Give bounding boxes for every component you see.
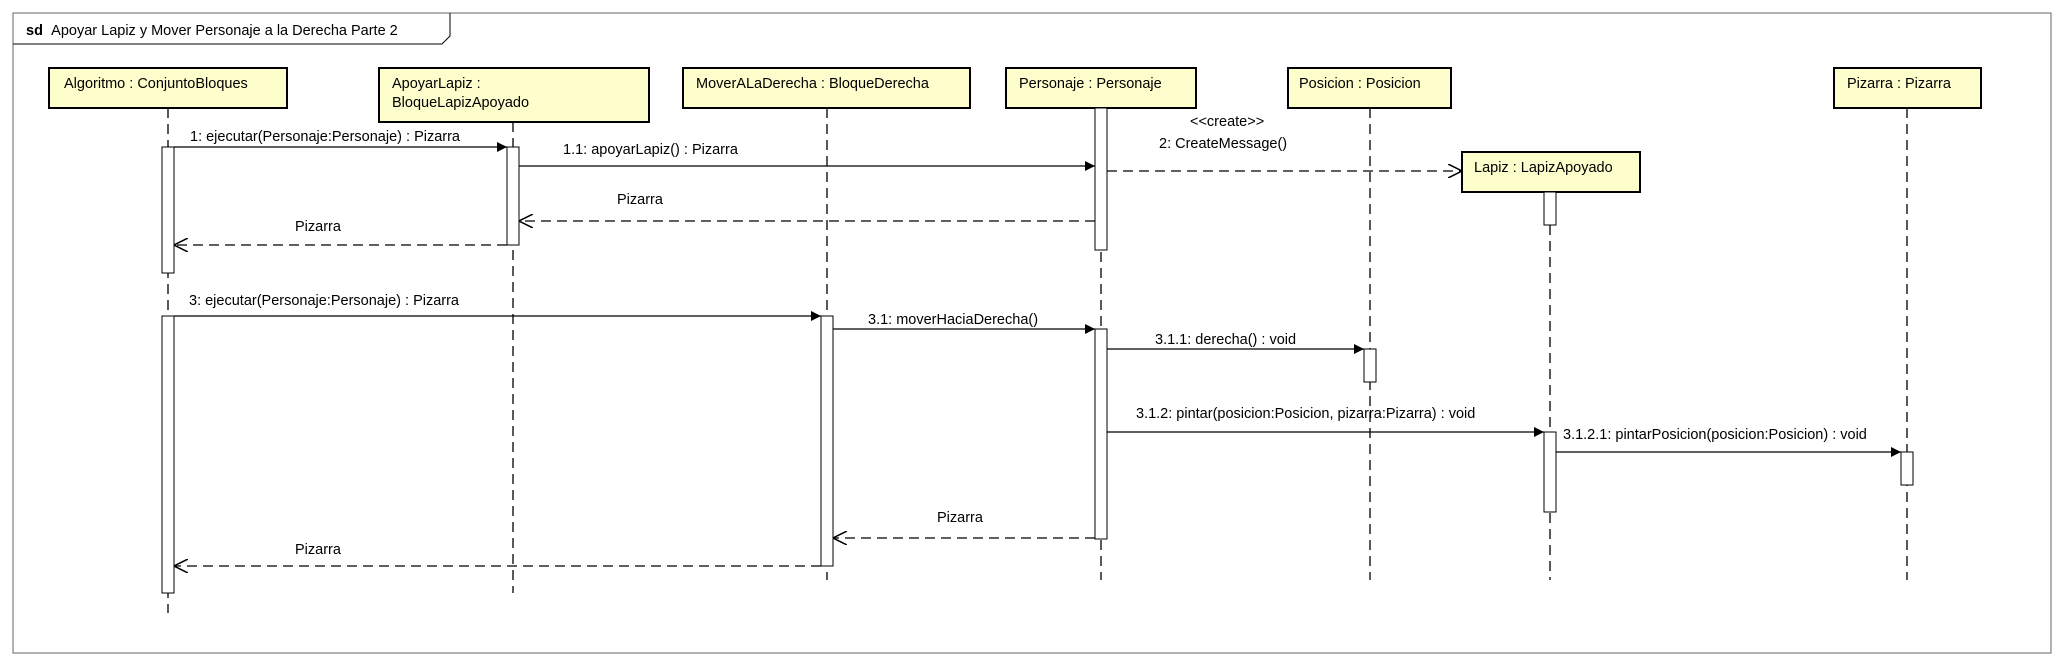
activations (161, 107, 1914, 594)
activation-pizarra-1 (1900, 451, 1914, 486)
message-1-1-label: 1.1: apoyarLapiz() : Pizarra (563, 142, 739, 158)
activation-personaje-2 (1094, 328, 1108, 540)
activation-moverderecha-1 (820, 315, 834, 567)
participant-moverderecha: MoverALaDerecha : BloqueDerecha (682, 67, 971, 109)
participant-personaje-label: Personaje : Personaje (1019, 76, 1162, 92)
activation-lapiz-1 (1543, 191, 1557, 226)
message-3-1-2-1-label: 3.1.2.1: pintarPosicion(posicion:Posicio… (1563, 427, 1867, 443)
return-1-label: Pizarra (295, 219, 342, 235)
participants: Algoritmo : ConjuntoBloques ApoyarLapiz … (48, 67, 1982, 193)
message-3-1-1-label: 3.1.1: derecha() : void (1155, 332, 1296, 348)
participant-lapiz-label: Lapiz : LapizApoyado (1474, 160, 1613, 176)
participant-posicion: Posicion : Posicion (1287, 67, 1452, 109)
activation-lapiz-2 (1543, 431, 1557, 513)
participant-pizarra: Pizarra : Pizarra (1833, 67, 1982, 109)
frame-keyword: sd (26, 23, 43, 39)
return-3-label: Pizarra (295, 542, 342, 558)
message-2-stereotype: <<create>> (1190, 114, 1264, 130)
participant-apoyarlapiz: ApoyarLapiz : BloqueLapizApoyado (378, 67, 650, 123)
activation-posicion-1 (1363, 348, 1377, 383)
participant-algoritmo: Algoritmo : ConjuntoBloques (48, 67, 288, 109)
participant-moverderecha-label: MoverALaDerecha : BloqueDerecha (696, 76, 930, 92)
frame-title-text: Apoyar Lapiz y Mover Personaje a la Dere… (51, 23, 398, 39)
return-3-1-label: Pizarra (937, 510, 984, 526)
messages: 1: ejecutar(Personaje:Personaje) : Pizar… (174, 114, 1901, 566)
participant-algoritmo-label: Algoritmo : ConjuntoBloques (64, 76, 248, 92)
activation-algoritmo-2 (161, 315, 175, 594)
activation-personaje-1 (1094, 107, 1108, 251)
message-3-1-2-label: 3.1.2: pintar(posicion:Posicion, pizarra… (1136, 406, 1475, 422)
activation-apoyarlapiz-1 (506, 146, 520, 246)
message-1-label: 1: ejecutar(Personaje:Personaje) : Pizar… (190, 129, 461, 145)
participant-posicion-label: Posicion : Posicion (1299, 76, 1421, 92)
activation-algoritmo-1 (161, 146, 175, 274)
frame-title: sd Apoyar Lapiz y Mover Personaje a la D… (26, 23, 398, 39)
return-1-1-label: Pizarra (617, 192, 664, 208)
participant-apoyarlapiz-label-1: ApoyarLapiz : (392, 76, 481, 92)
message-3-1-label: 3.1: moverHaciaDerecha() (868, 312, 1038, 328)
message-3-label: 3: ejecutar(Personaje:Personaje) : Pizar… (189, 293, 460, 309)
message-2-label: 2: CreateMessage() (1159, 136, 1287, 152)
participant-lapiz: Lapiz : LapizApoyado (1461, 151, 1641, 193)
participant-apoyarlapiz-label-2: BloqueLapizApoyado (392, 95, 529, 111)
participant-pizarra-label: Pizarra : Pizarra (1847, 76, 1952, 92)
participant-personaje: Personaje : Personaje (1005, 67, 1197, 109)
lifelines (167, 108, 1908, 613)
diagram-frame: sd Apoyar Lapiz y Mover Personaje a la D… (12, 12, 2052, 654)
